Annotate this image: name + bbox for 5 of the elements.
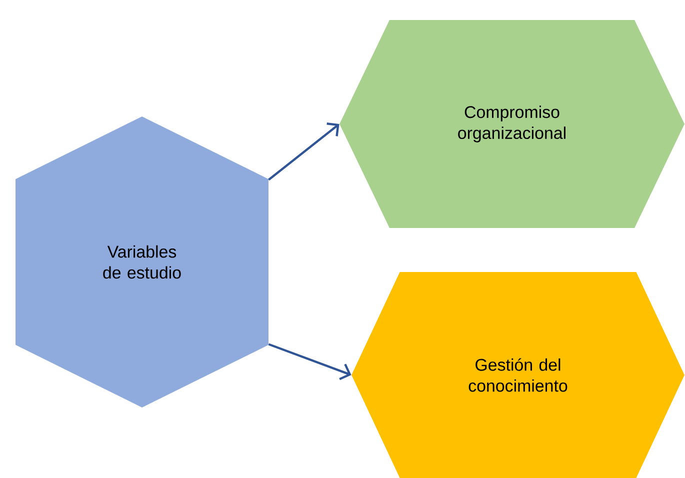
arrow [268,343,352,380]
hexagon: Variables de estudio [16,116,268,408]
arrow [268,122,340,181]
hexagon: Gestión del conocimiento [352,272,684,478]
hexagon: Compromiso organizacional [340,20,684,228]
